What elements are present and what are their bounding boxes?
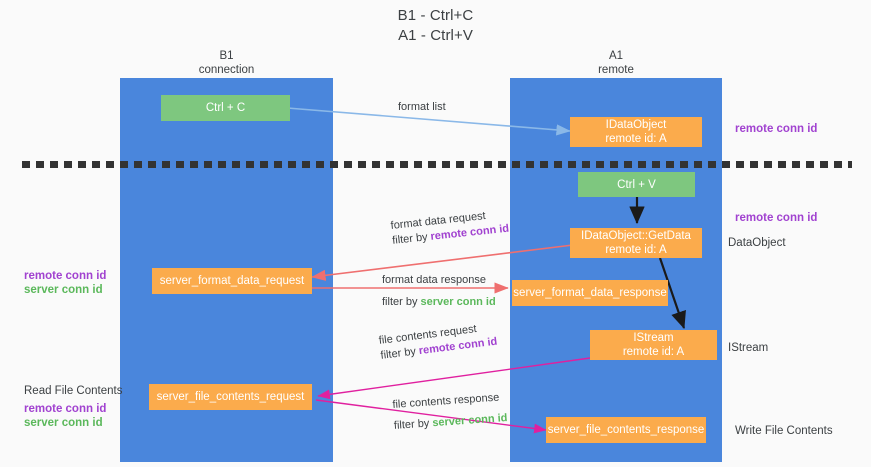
annotation-left-remote-conn-id-1: remote conn id xyxy=(24,270,107,282)
node-getdata-line2: remote id: A xyxy=(605,244,667,256)
edge-label-fdresp-prefix: filter by xyxy=(382,296,421,308)
edge-label-format-list: format list xyxy=(398,100,446,115)
edge-label-file-contents-response: file contents response filter by server … xyxy=(392,390,508,434)
column-header-a1-sub: remote xyxy=(598,64,634,76)
node-server-file-contents-request-label: server_file_contents_request xyxy=(156,391,305,403)
edge-label-file-contents-request: file contents request filter by remote c… xyxy=(378,320,498,364)
edge-label-fcresp-prefix: filter by xyxy=(393,417,433,432)
node-idataobject-line2: remote id: A xyxy=(605,133,667,145)
annotation-left-remote-conn-id-2: remote conn id xyxy=(24,403,107,415)
annotation-left-server-conn-id-1: server conn id xyxy=(24,284,103,296)
node-server-format-data-request-label: server_format_data_request xyxy=(159,275,305,287)
column-header-a1-name: A1 xyxy=(608,50,624,62)
node-istream-line1: IStream xyxy=(633,332,674,344)
column-header-b1-sub: connection xyxy=(198,64,255,76)
edge-label-format-list-text: format list xyxy=(398,101,446,113)
annotation-remote-conn-id-top: remote conn id xyxy=(735,123,818,135)
column-header-b1: B1 connection xyxy=(120,49,333,77)
annotation-read-file-contents: Read File Contents xyxy=(24,385,123,397)
edge-label-format-data-response: format data response filter by server co… xyxy=(382,273,496,310)
node-server-format-data-response-label: server_format_data_response xyxy=(513,287,667,299)
annotation-left-server-conn-id-2: server conn id xyxy=(24,417,103,429)
edge-label-fdresp-highlight: server conn id xyxy=(420,296,496,308)
title-line-2: A1 - Ctrl+V xyxy=(398,27,473,44)
node-server-format-data-request[interactable]: server_format_data_request xyxy=(152,268,312,294)
annotation-remote-conn-id-mid: remote conn id xyxy=(735,212,818,224)
annotation-dataobject: DataObject xyxy=(728,237,786,249)
annotation-istream: IStream xyxy=(728,342,769,354)
edge-label-file-contents-response-bottom: filter by server conn id xyxy=(393,411,508,434)
edge-label-fcresp-highlight: server conn id xyxy=(431,412,508,430)
edge-label-format-data-request: format data request filter by remote con… xyxy=(390,207,510,249)
node-idataobject[interactable]: IDataObject remote id: A xyxy=(570,117,702,147)
annotation-write-file-contents: Write File Contents xyxy=(735,425,833,437)
node-ctrl-v-label: Ctrl + V xyxy=(617,178,656,191)
column-header-b1-name: B1 xyxy=(219,50,234,62)
node-server-file-contents-response[interactable]: server_file_contents_response xyxy=(546,417,706,443)
phase-divider xyxy=(22,161,852,168)
node-ctrl-c[interactable]: Ctrl + C xyxy=(161,95,290,121)
node-ctrl-c-label: Ctrl + C xyxy=(205,102,246,114)
node-server-file-contents-response-label: server_file_contents_response xyxy=(547,424,705,436)
node-istream-line2: remote id: A xyxy=(622,346,685,358)
node-server-file-contents-request[interactable]: server_file_contents_request xyxy=(149,384,312,410)
node-server-format-data-response[interactable]: server_format_data_response xyxy=(512,280,668,306)
title-line-1: B1 - Ctrl+C xyxy=(397,7,474,24)
edge-label-format-data-response-top: format data response xyxy=(382,274,486,286)
node-idataobject-getdata[interactable]: IDataObject::GetData remote id: A xyxy=(570,228,702,258)
node-istream[interactable]: IStream remote id: A xyxy=(590,330,717,360)
node-ctrl-v[interactable]: Ctrl + V xyxy=(578,172,695,197)
page-title: B1 - Ctrl+C A1 - Ctrl+V xyxy=(0,6,871,46)
node-getdata-line1: IDataObject::GetData xyxy=(581,230,691,242)
edge-label-format-data-response-bottom: filter by server conn id xyxy=(382,295,496,310)
edge-label-fcreq-prefix: filter by xyxy=(379,345,420,362)
column-header-a1: A1 remote xyxy=(510,49,722,77)
edge-label-fdreq-prefix: filter by xyxy=(391,230,432,247)
edge-label-file-contents-response-top: file contents response xyxy=(392,391,500,411)
node-idataobject-line1: IDataObject xyxy=(605,119,667,131)
